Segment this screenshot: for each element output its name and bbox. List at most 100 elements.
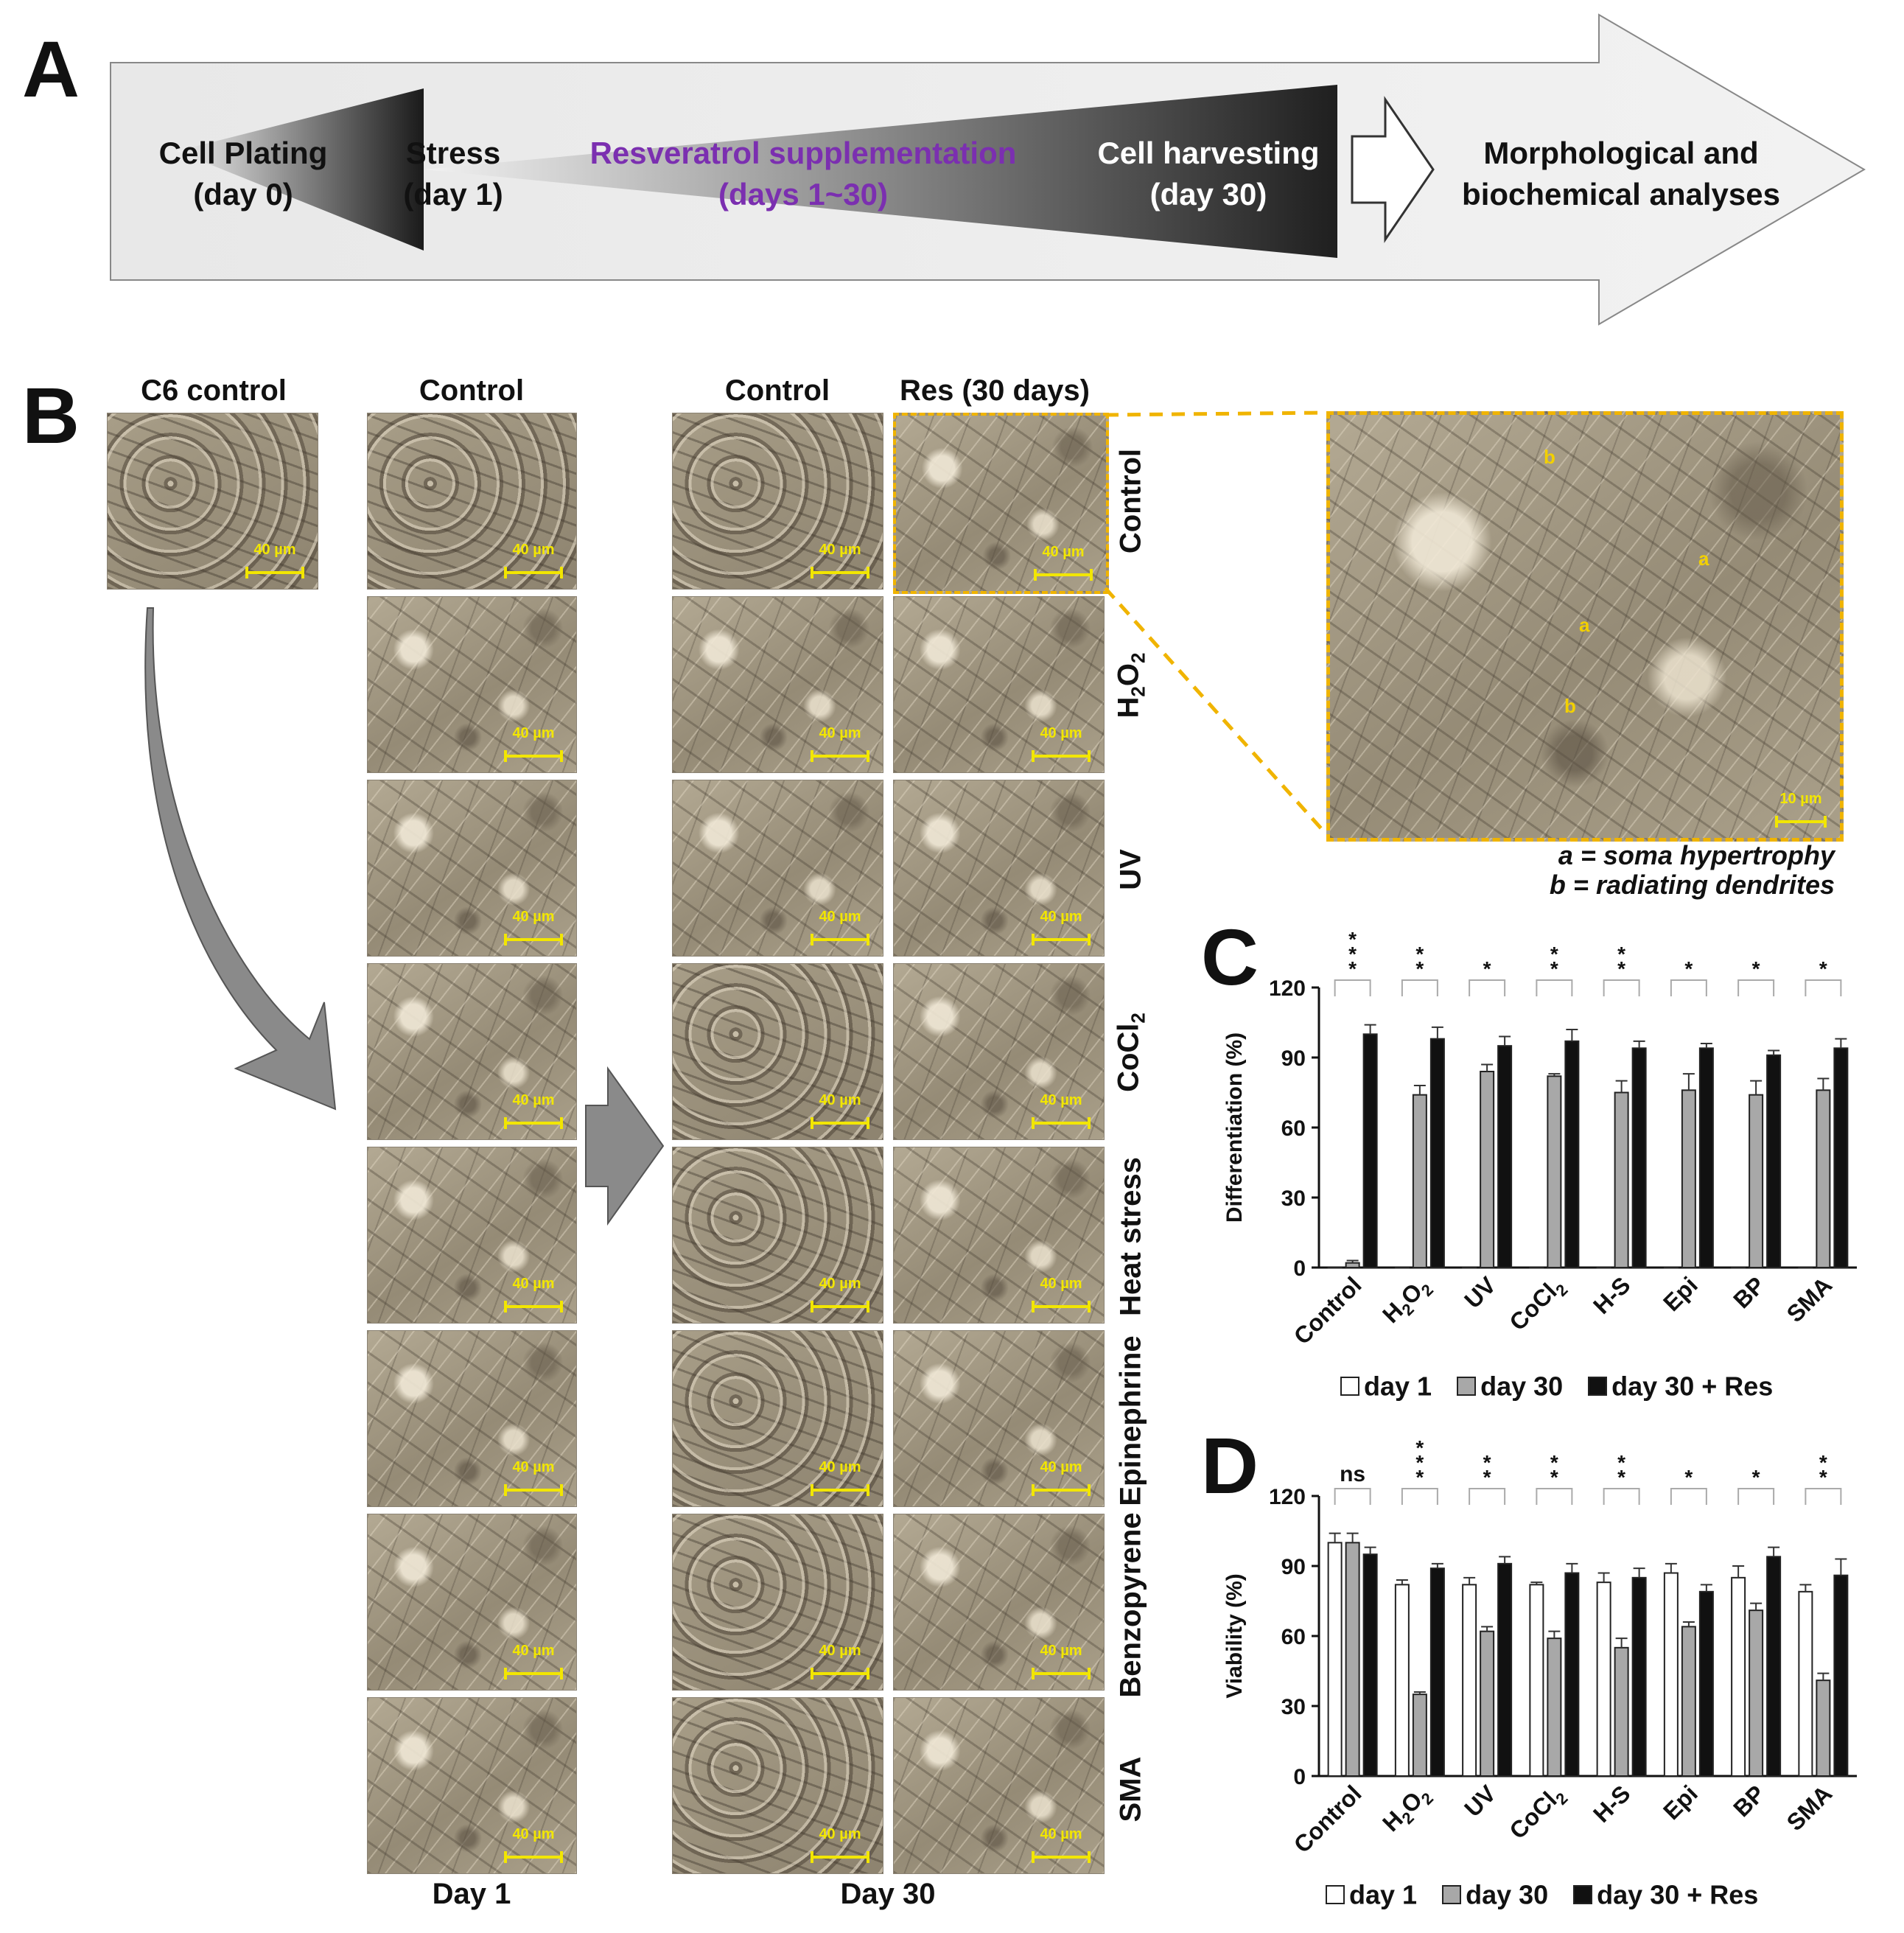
micrograph-day30-control-row0: 40 µm <box>672 413 883 590</box>
bar-day-1-Epi <box>1663 1572 1679 1777</box>
y-tick-label: 0 <box>1293 1765 1306 1789</box>
significance-bracket <box>1401 979 1438 996</box>
bar-day-30-UV <box>1480 1630 1495 1777</box>
x-tick-label: UV <box>1459 1271 1501 1313</box>
curved-arrow <box>144 607 337 1111</box>
bar-day-30-Res-UV <box>1497 1562 1513 1777</box>
panel-d-letter: D <box>1201 1421 1259 1510</box>
footer-day30: Day 30 <box>840 1878 936 1910</box>
scale-bar: 40 µm <box>811 909 869 945</box>
bar-day-30-Res-H-S <box>1631 1576 1647 1777</box>
bar-day-30-Res-SMA <box>1833 1047 1849 1268</box>
micrograph-day30-res-row4: 40 µm <box>893 1147 1105 1324</box>
timeline-arrow <box>110 13 1866 326</box>
bar-day-30-Epi <box>1681 1089 1696 1268</box>
bar-day-1-H2O2 <box>1394 1584 1410 1777</box>
header-day30-res: Res (30 days) <box>900 374 1090 407</box>
row-label-cocl2: CoCl2 <box>1112 1013 1149 1092</box>
bar-day-30-Res-Epi <box>1698 1047 1714 1268</box>
x-tick-label: SMA <box>1782 1780 1838 1836</box>
bar-day-30-Res-SMA <box>1833 1574 1849 1778</box>
bar-day-30-Res-H2O2 <box>1429 1567 1445 1778</box>
row-label-epinephrine: Epinephrine <box>1114 1335 1147 1506</box>
significance-label: ** <box>1617 1451 1625 1489</box>
significance-bracket <box>1737 1488 1775 1505</box>
significance-label: *** <box>1348 928 1357 980</box>
scale-bar: 40 µm <box>811 1276 869 1312</box>
row-label-sma: SMA <box>1114 1756 1147 1822</box>
bar-day-1-BP <box>1731 1576 1746 1777</box>
significance-bracket <box>1334 1488 1371 1505</box>
significance-label: ** <box>1819 1451 1827 1489</box>
y-tick-label: 60 <box>1281 1625 1306 1649</box>
bar-day-30-SMA <box>1816 1679 1831 1777</box>
y-tick-label: 0 <box>1293 1256 1306 1281</box>
inset-scale-bar: 10 µm <box>1775 791 1827 828</box>
step-resveratrol: Resveratrol supplementation(days 1~30) <box>589 136 1017 212</box>
x-tick-label: Epi <box>1658 1780 1703 1825</box>
micrograph-day1-row2: 40 µm <box>367 780 577 957</box>
significance-label: ** <box>1483 1451 1491 1489</box>
micrograph-day30-res-row5: 40 µm <box>893 1330 1105 1507</box>
legend-swatch-day30 <box>1442 1885 1462 1905</box>
legend-label-day30: day 30 <box>1480 1371 1564 1402</box>
bar-day-30-Res-BP <box>1766 1556 1782 1777</box>
inset-marker-b1: b <box>1544 446 1555 468</box>
y-tick-label: 30 <box>1281 1186 1306 1211</box>
significance-bracket <box>1401 1488 1438 1505</box>
scale-bar: 40 µm <box>1034 544 1093 581</box>
micrograph-c6-control: 40 µm <box>107 413 318 590</box>
scale-bar: 40 µm <box>811 725 869 762</box>
bar-day-30-CoCl2 <box>1547 1075 1562 1268</box>
panel-c-letter: C <box>1201 912 1259 1002</box>
scale-bar: 40 µm <box>1032 1092 1091 1129</box>
micrograph-day1-row5: 40 µm <box>367 1330 577 1507</box>
x-tick-label: Control <box>1289 1780 1367 1858</box>
x-tick-label: BP <box>1728 1780 1770 1822</box>
bar-day-30-UV <box>1480 1071 1495 1268</box>
significance-label: * <box>1684 957 1693 980</box>
significance-label: *** <box>1415 1436 1424 1489</box>
legend-label-day30: day 30 <box>1466 1879 1549 1910</box>
step-cell-plating: Cell Plating(day 0) <box>158 136 328 212</box>
scale-bar: 40 µm <box>504 1826 563 1863</box>
scale-bar: 40 µm <box>1032 1643 1091 1679</box>
significance-label: * <box>1752 1466 1760 1489</box>
significance-bracket <box>1737 979 1775 996</box>
scale-bar: 40 µm <box>504 542 563 578</box>
x-tick-label: BP <box>1728 1271 1770 1313</box>
y-tick-label: 90 <box>1281 1555 1306 1579</box>
legend-label-day1: day 1 <box>1349 1879 1418 1910</box>
legend-label-day30-res: day 30 + Res <box>1597 1879 1759 1910</box>
bar-day-1-Control <box>1327 1542 1343 1777</box>
y-tick-label: 120 <box>1269 976 1306 1001</box>
significance-label: ** <box>1415 943 1424 980</box>
scale-bar: 40 µm <box>811 1643 869 1679</box>
y-tick-label: 120 <box>1269 1485 1306 1509</box>
resveratrol-wedge <box>424 85 1337 258</box>
micrograph-day30-control-row7: 40 µm <box>672 1697 883 1874</box>
inset-legend-a: a = soma hypertrophy <box>1558 840 1835 870</box>
row-label-benzopyrene: Benzopyrene <box>1114 1512 1147 1698</box>
micrograph-day30-res-row1: 40 µm <box>893 596 1105 773</box>
inset-micrograph: b a a b 10 µm <box>1326 411 1844 842</box>
inset-legend-b: b = radiating dendrites <box>1549 870 1835 900</box>
x-tick-label: H-S <box>1588 1780 1635 1827</box>
bar-day-30-Control <box>1345 1262 1360 1268</box>
bar-day-30-SMA <box>1816 1089 1831 1268</box>
bar-day-30-Res-H-S <box>1631 1047 1647 1268</box>
micrograph-day1-row1: 40 µm <box>367 596 577 773</box>
row-label-heat-stress: Heat stress <box>1114 1157 1147 1316</box>
y-tick-label: 30 <box>1281 1695 1306 1719</box>
zoom-lines <box>1104 410 1328 836</box>
x-tick-label: SMA <box>1782 1271 1838 1327</box>
significance-label: * <box>1684 1466 1693 1489</box>
micrograph-day30-control-row2: 40 µm <box>672 780 883 957</box>
bar-day-30-CoCl2 <box>1547 1637 1562 1777</box>
y-axis-label: Differentiation (%) <box>1222 1032 1247 1223</box>
micrograph-day30-control-row5: 40 µm <box>672 1330 883 1507</box>
significance-bracket <box>1469 979 1506 996</box>
bar-day-30-Res-CoCl2 <box>1564 1040 1580 1268</box>
chart-viability: Viability (%)0306090120nsControl***H2O2*… <box>1222 1436 1857 1858</box>
